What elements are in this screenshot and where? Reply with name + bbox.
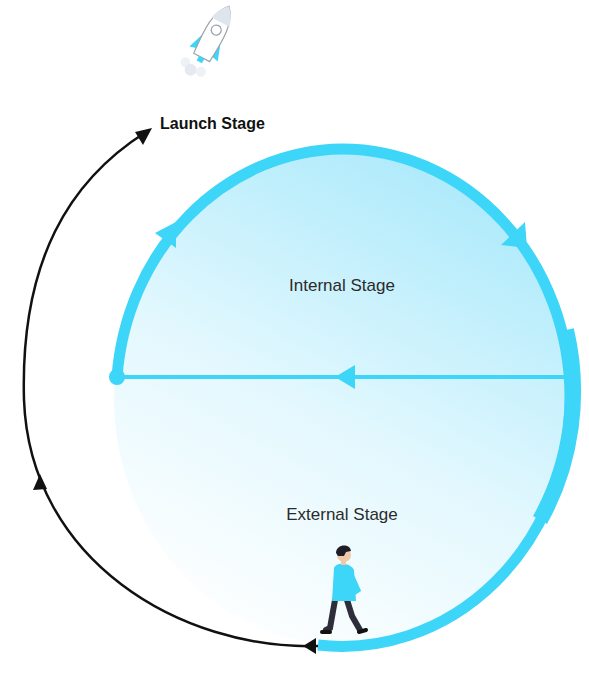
stage-region: External Stage: [278, 501, 406, 529]
start-dot: [109, 369, 125, 385]
stage-name: Internal Stage: [289, 276, 395, 296]
arrowhead: [33, 474, 47, 490]
arrowhead: [303, 638, 316, 654]
walking-person: [322, 546, 366, 632]
arrowhead: [155, 222, 176, 248]
stage-name: External Stage: [286, 505, 398, 525]
arrowhead: [501, 222, 527, 248]
blue-cycle-arc: [117, 149, 570, 646]
arrowhead: [335, 365, 355, 389]
arrowhead: [135, 128, 152, 145]
rocket-icon: [176, 0, 243, 84]
launch-arc: [24, 132, 318, 646]
stage-label: Launch Stage: [160, 115, 265, 133]
stage-region: Internal Stage: [281, 272, 403, 300]
blue-arc-thick: [540, 330, 573, 520]
